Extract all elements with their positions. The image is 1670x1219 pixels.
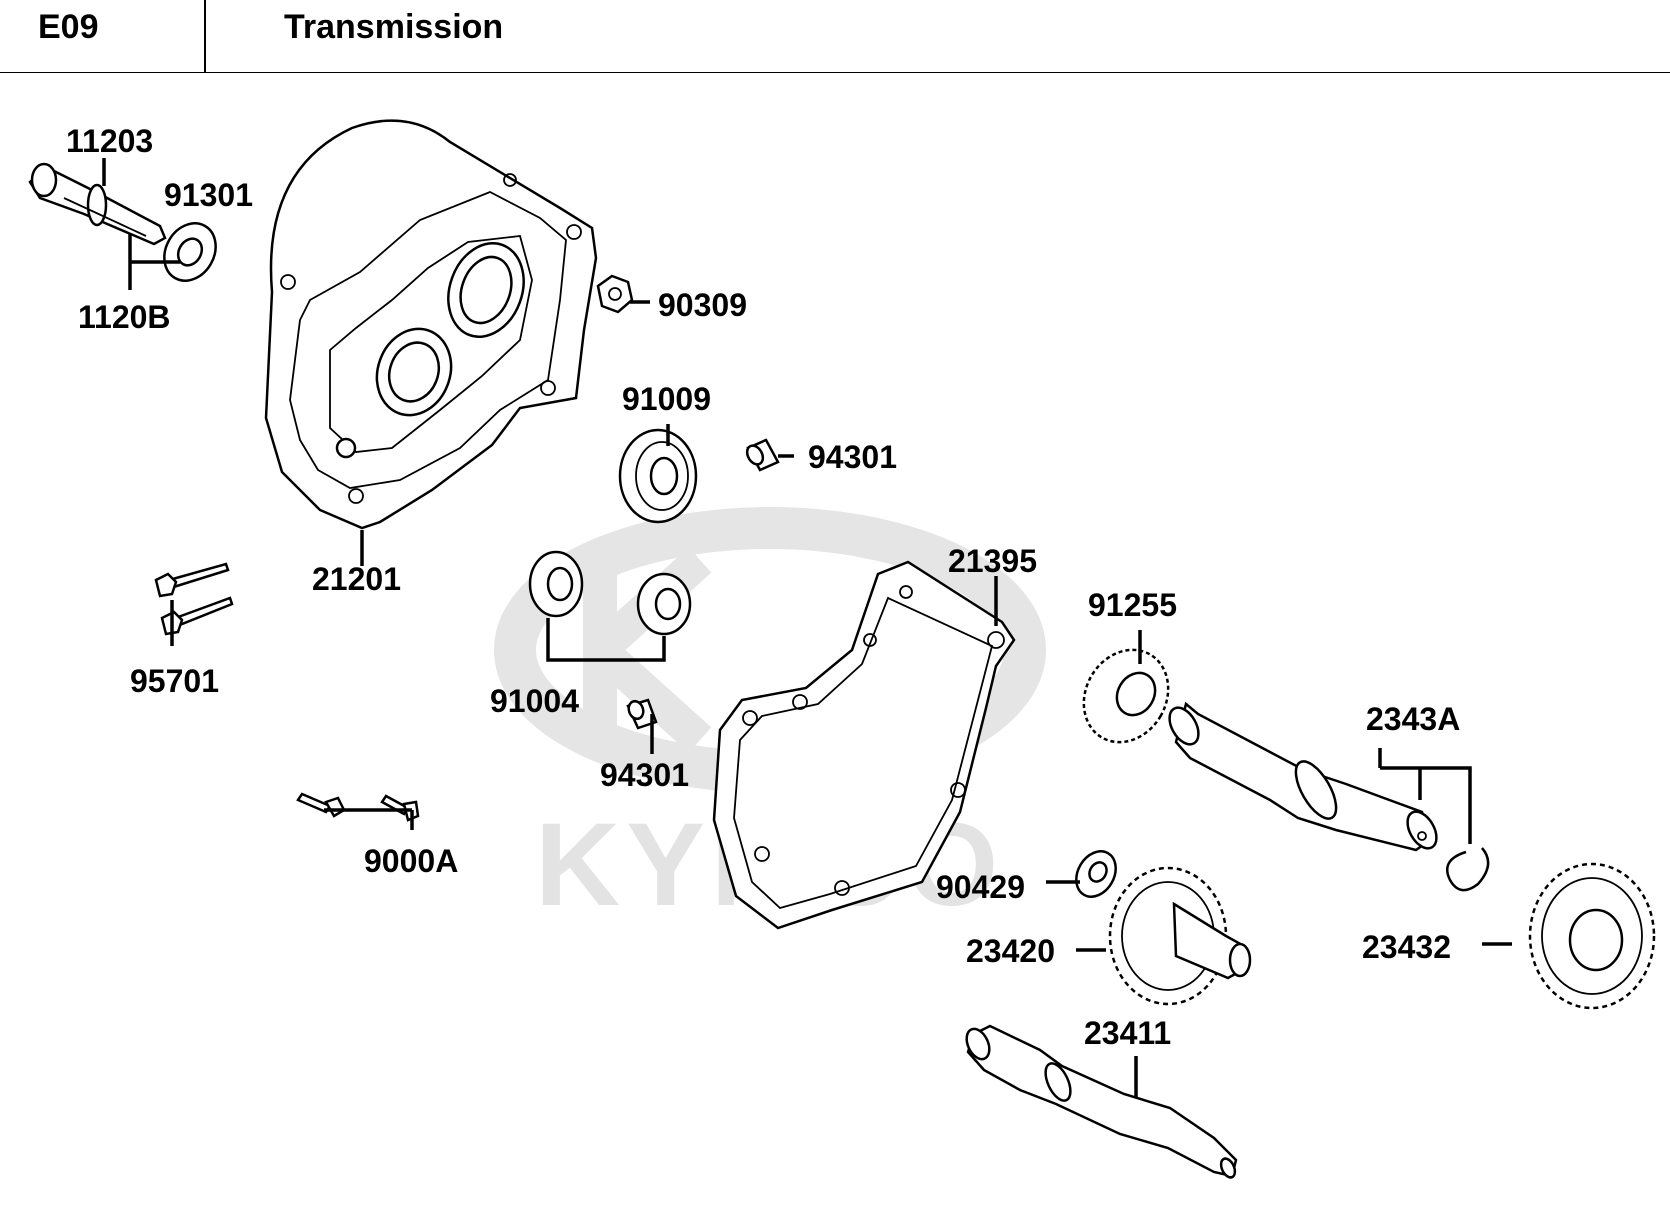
callout-91255: 91255: [1088, 587, 1177, 623]
part-bolt-11203: [28, 162, 167, 246]
part-dowel-94301-upper: [745, 438, 780, 472]
part-dowel-94301-lower: [626, 698, 658, 730]
part-bearings-91004: [528, 550, 692, 636]
part-gasket-21395: [712, 560, 1016, 930]
callout-95701: 95701: [130, 663, 219, 699]
callout-91009: 91009: [622, 381, 711, 417]
callout-94301-upper: 94301: [808, 439, 897, 475]
callout-1120B: 1120B: [78, 299, 171, 335]
leader-lines: [102, 158, 1512, 1098]
callout-21201: 21201: [312, 561, 401, 597]
part-screws-9000A: [296, 792, 420, 822]
callout-23420: 23420: [966, 933, 1055, 969]
callout-11203: 11203: [66, 123, 153, 159]
page-header: E09 Transmission: [0, 0, 1670, 73]
callout-94301-lower: 94301: [600, 757, 689, 793]
callout-2343A: 2343A: [1366, 701, 1460, 737]
callout-91004: 91004: [490, 683, 579, 719]
part-gear-23432: [1528, 862, 1656, 1010]
callout-23432: 23432: [1362, 929, 1451, 965]
callout-23411: 23411: [1084, 1015, 1171, 1051]
callout-91301: 91301: [164, 177, 253, 213]
part-circlip-2343A: [1446, 847, 1490, 892]
part-oil-seal-91255: [1082, 648, 1170, 744]
part-gear-23420: [1108, 866, 1252, 1006]
callout-90429: 90429: [936, 869, 1025, 905]
part-bearing-91009: [618, 428, 698, 524]
callout-90309: 90309: [658, 287, 747, 323]
section-title: Transmission: [284, 8, 504, 46]
part-transmission-case-21201: [264, 119, 598, 530]
part-washer-91301: [163, 222, 217, 282]
part-nut-90309: [596, 274, 634, 314]
header-divider: [204, 0, 206, 72]
part-washer-90429: [1075, 850, 1117, 898]
callout-9000A: 9000A: [364, 843, 458, 879]
section-code: E09: [38, 8, 99, 46]
part-shaft-2343A: [1168, 701, 1438, 852]
part-bolts-95701: [154, 562, 234, 636]
callout-21395: 21395: [948, 543, 1037, 579]
callout-labels: 11203 91301 1120B 90309 91009 94301 2120…: [66, 123, 1460, 1051]
part-shaft-23411: [965, 1024, 1238, 1179]
